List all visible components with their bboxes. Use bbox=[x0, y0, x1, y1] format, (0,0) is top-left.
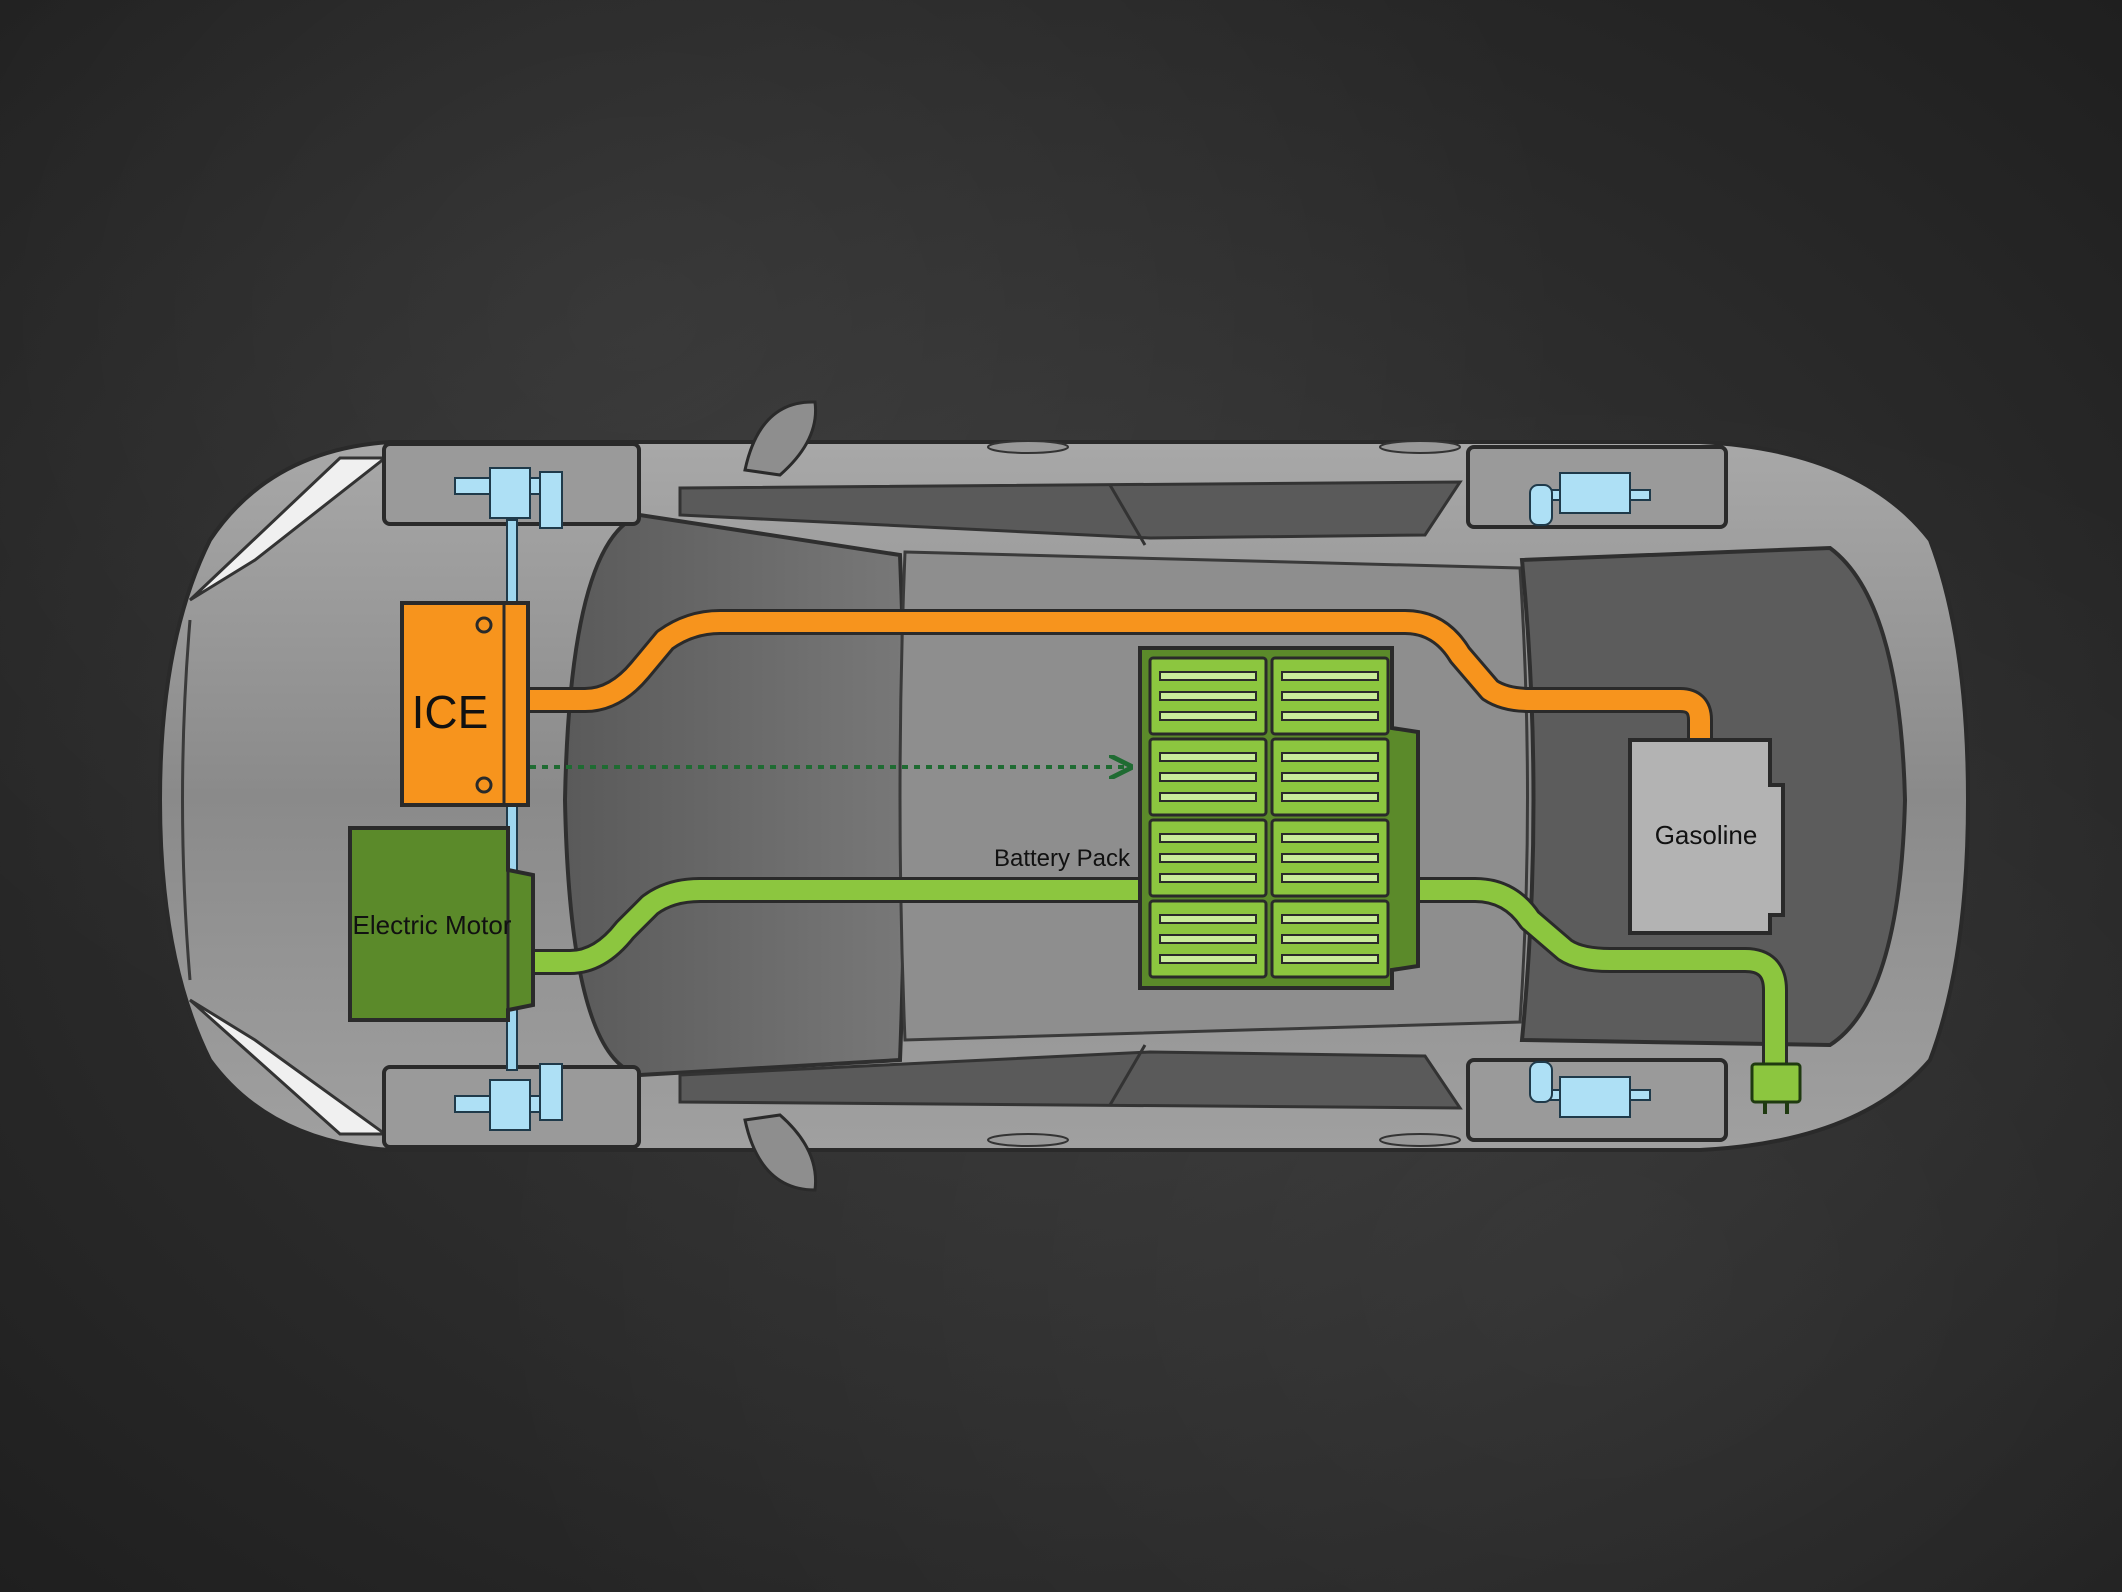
battery-cell-slot bbox=[1282, 672, 1378, 680]
battery-cell-slot bbox=[1160, 955, 1256, 963]
battery-cell-slot bbox=[1282, 793, 1378, 801]
battery-cell-slot bbox=[1282, 854, 1378, 862]
wheel-front-right bbox=[384, 1064, 639, 1147]
battery-cell-slot bbox=[1160, 672, 1256, 680]
gasoline-tank: Gasoline bbox=[1630, 740, 1783, 933]
battery-cell-slot bbox=[1282, 712, 1378, 720]
battery-pack-label: Battery Pack bbox=[994, 845, 1131, 872]
battery-cell-slot bbox=[1282, 955, 1378, 963]
electric-motor-label: Electric Motor bbox=[353, 910, 512, 940]
ice-engine: ICE bbox=[402, 603, 528, 805]
battery-cell-slot bbox=[1160, 692, 1256, 700]
battery-cell-slot bbox=[1160, 793, 1256, 801]
battery-cell-slot bbox=[1282, 874, 1378, 882]
battery-cell-slot bbox=[1160, 753, 1256, 761]
battery-cell-slot bbox=[1160, 854, 1256, 862]
ice-label: ICE bbox=[412, 686, 489, 738]
battery-cell-slot bbox=[1282, 753, 1378, 761]
wheel-rear-left bbox=[1468, 447, 1726, 527]
battery-cell-slot bbox=[1282, 915, 1378, 923]
battery-cell-slot bbox=[1160, 773, 1256, 781]
battery-cell-slot bbox=[1160, 874, 1256, 882]
battery-cell-slot bbox=[1282, 773, 1378, 781]
battery-cell-slot bbox=[1160, 712, 1256, 720]
wheel-rear-right bbox=[1468, 1060, 1726, 1140]
electric-motor: Electric Motor bbox=[350, 828, 533, 1020]
battery-cell-slot bbox=[1282, 692, 1378, 700]
battery-cell-slot bbox=[1160, 915, 1256, 923]
battery-cell-slot bbox=[1282, 834, 1378, 842]
windshield bbox=[565, 515, 905, 1075]
battery-cell-slot bbox=[1160, 935, 1256, 943]
battery-pack bbox=[1140, 648, 1418, 988]
battery-cell-slot bbox=[1160, 834, 1256, 842]
wheel-front-left bbox=[384, 444, 639, 528]
battery-cell-slot bbox=[1282, 935, 1378, 943]
gasoline-label: Gasoline bbox=[1655, 820, 1758, 850]
